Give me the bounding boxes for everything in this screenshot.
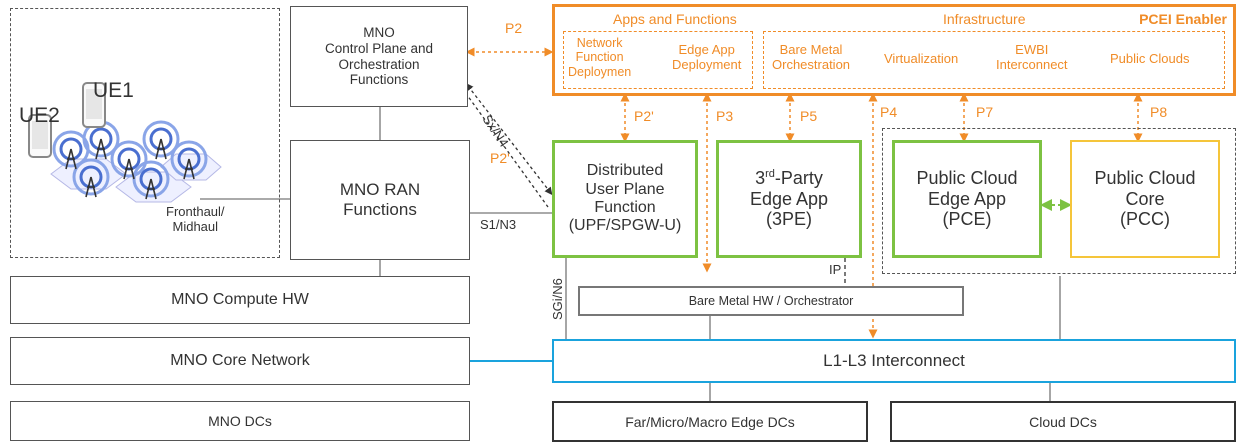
- line-p2prime-lower: [461, 87, 549, 208]
- infrastructure-group: Bare Metal Orchestration Virtualization …: [763, 31, 1225, 89]
- apps-functions-header: Apps and Functions: [613, 11, 737, 27]
- label-s1-n3: S1/N3: [480, 217, 517, 232]
- ue1-label: UE1: [93, 79, 134, 102]
- cell-tower-icon: [50, 120, 222, 203]
- label-p5: P5: [800, 108, 818, 124]
- mno-control-plane-box: MNO Control Plane and Orchestration Func…: [290, 6, 468, 107]
- third-party-edge-app-box: 3rd-Party Edge App (3PE): [716, 140, 862, 258]
- label-p3: P3: [716, 108, 734, 124]
- public-cloud-group: [882, 128, 1236, 274]
- line-sxn4: [465, 82, 553, 196]
- mno-compute-hw-box: MNO Compute HW: [10, 276, 470, 324]
- third-party-rest: -Party Edge App (3PE): [749, 167, 829, 230]
- public-clouds-label: Public Clouds: [1110, 51, 1190, 66]
- virtualization-label: Virtualization: [884, 51, 959, 66]
- edge-app-deployment-label: Edge App Deployment: [672, 42, 742, 72]
- nf-deployment-label: Network Function Deploymen: [568, 36, 632, 79]
- upf-box: Distributed User Plane Function (UPF/SPG…: [552, 140, 698, 258]
- third-party-sup: rd: [765, 167, 775, 180]
- label-p2prime-lower: P2': [490, 150, 510, 166]
- label-sgi-n6: SGi/N6: [550, 278, 565, 320]
- far-edge-dcs-box: Far/Micro/Macro Edge DCs: [552, 401, 868, 442]
- mno-ran-box: MNO RAN Functions: [290, 140, 470, 260]
- ran-area: UE1 UE2: [10, 8, 280, 258]
- label-p7: P7: [976, 104, 994, 120]
- bare-metal-orch-label: Bare Metal Orchestration: [772, 42, 851, 72]
- bare-metal-hw-box: Bare Metal HW / Orchestrator: [578, 286, 964, 316]
- cloud-dcs-box: Cloud DCs: [890, 401, 1236, 442]
- apps-group: Network Function Deploymen Edge App Depl…: [563, 31, 753, 89]
- phone-icon: [28, 82, 106, 158]
- ewbi-label: EWBI Interconnect: [996, 42, 1068, 72]
- ue2-label: UE2: [19, 104, 60, 127]
- ran-illustration: [28, 82, 222, 203]
- third-party-prefix: 3: [755, 167, 766, 188]
- label-p8: P8: [1150, 104, 1168, 120]
- label-p4: P4: [880, 104, 898, 120]
- l1-l3-interconnect-box: L1-L3 Interconnect: [552, 339, 1236, 383]
- label-p2prime-upper: P2': [634, 108, 654, 124]
- mno-dcs-box: MNO DCs: [10, 401, 470, 441]
- mno-core-network-box: MNO Core Network: [10, 337, 470, 385]
- label-ip: IP: [829, 262, 842, 277]
- pcei-enabler-title: PCEI Enabler: [1139, 11, 1227, 27]
- pcc-box: Public Cloud Core (PCC): [1070, 140, 1220, 258]
- pce-box: Public Cloud Edge App (PCE): [892, 140, 1042, 258]
- label-p2: P2: [505, 20, 523, 36]
- infrastructure-header: Infrastructure: [943, 11, 1026, 27]
- pcei-enabler-box: Apps and Functions Infrastructure PCEI E…: [552, 4, 1236, 96]
- fronthaul-label: Fronthaul/ Midhaul: [166, 204, 225, 234]
